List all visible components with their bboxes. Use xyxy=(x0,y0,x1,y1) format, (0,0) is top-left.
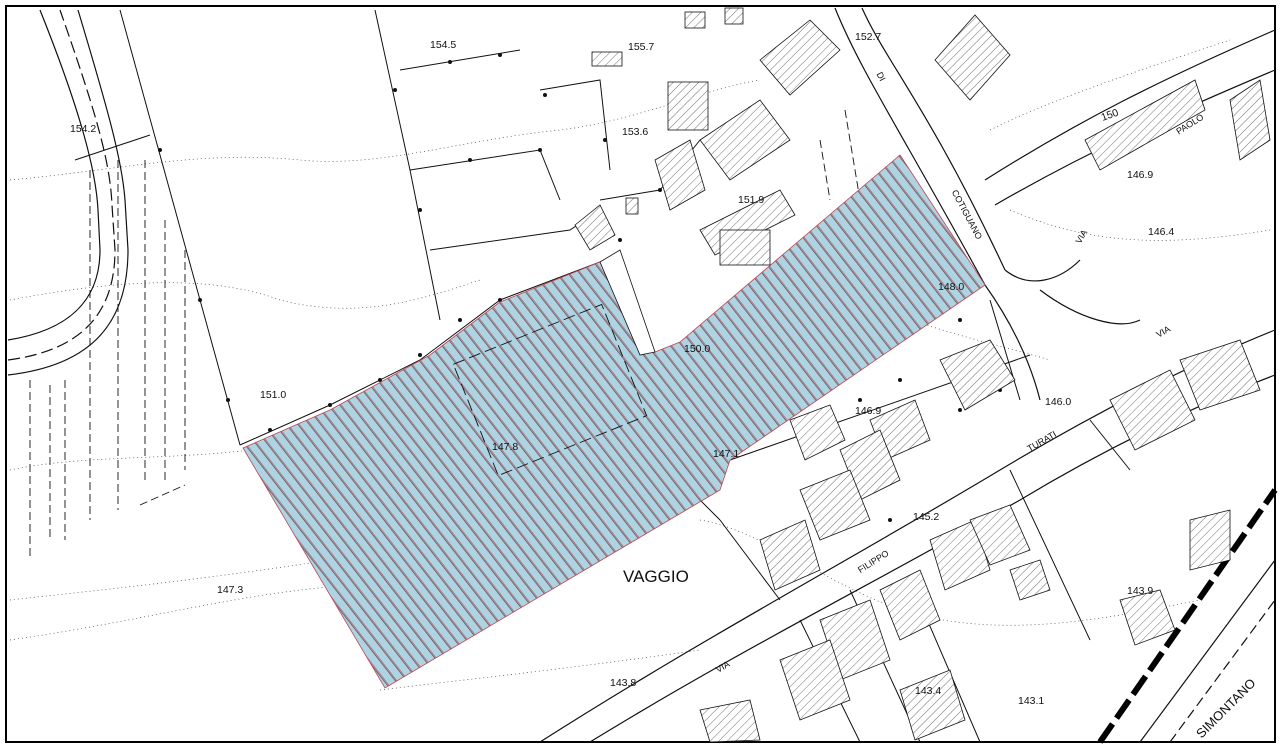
street-label-di: DI xyxy=(874,70,887,83)
elevation-label: 146.9 xyxy=(1127,169,1153,181)
elevation-label: 143.8 xyxy=(610,677,636,689)
elevation-label: 151.9 xyxy=(738,194,764,206)
elevation-label: 152.7 xyxy=(855,31,881,43)
elevation-label: 146.4 xyxy=(1148,226,1174,238)
place-name: VAGGIO xyxy=(623,567,689,586)
elevation-label: 154.2 xyxy=(70,123,96,135)
elevation-label: 155.7 xyxy=(628,41,654,53)
elevation-label: 147.1 xyxy=(713,448,739,460)
elevation-label: 147.8 xyxy=(492,441,518,453)
elevation-label: 145.2 xyxy=(913,511,939,523)
elevation-label: 143.9 xyxy=(1127,585,1153,597)
elevation-label: 146.9 xyxy=(855,405,881,417)
elevation-label: 147.3 xyxy=(217,584,243,596)
elevation-label: 148.0 xyxy=(938,281,964,293)
buildings xyxy=(574,7,1271,743)
elevation-label: 143.4 xyxy=(915,685,941,697)
highlighted-parcel xyxy=(242,154,986,689)
planned-footprint xyxy=(452,303,648,477)
elevation-label: 151.0 xyxy=(260,389,286,401)
elevation-label: 153.6 xyxy=(622,126,648,138)
elevation-label: 150.0 xyxy=(684,343,710,355)
parcel-notch xyxy=(599,249,656,356)
elevation-label: 154.5 xyxy=(430,39,456,51)
elevation-label: 143.1 xyxy=(1018,695,1044,707)
elevation-labels: 154.5 155.7 152.7 154.2 153.6 151.9 146.… xyxy=(70,31,1174,707)
elevation-label: 146.0 xyxy=(1045,396,1071,408)
field-dashes xyxy=(29,109,861,560)
contour-value: 150 xyxy=(1100,107,1121,124)
